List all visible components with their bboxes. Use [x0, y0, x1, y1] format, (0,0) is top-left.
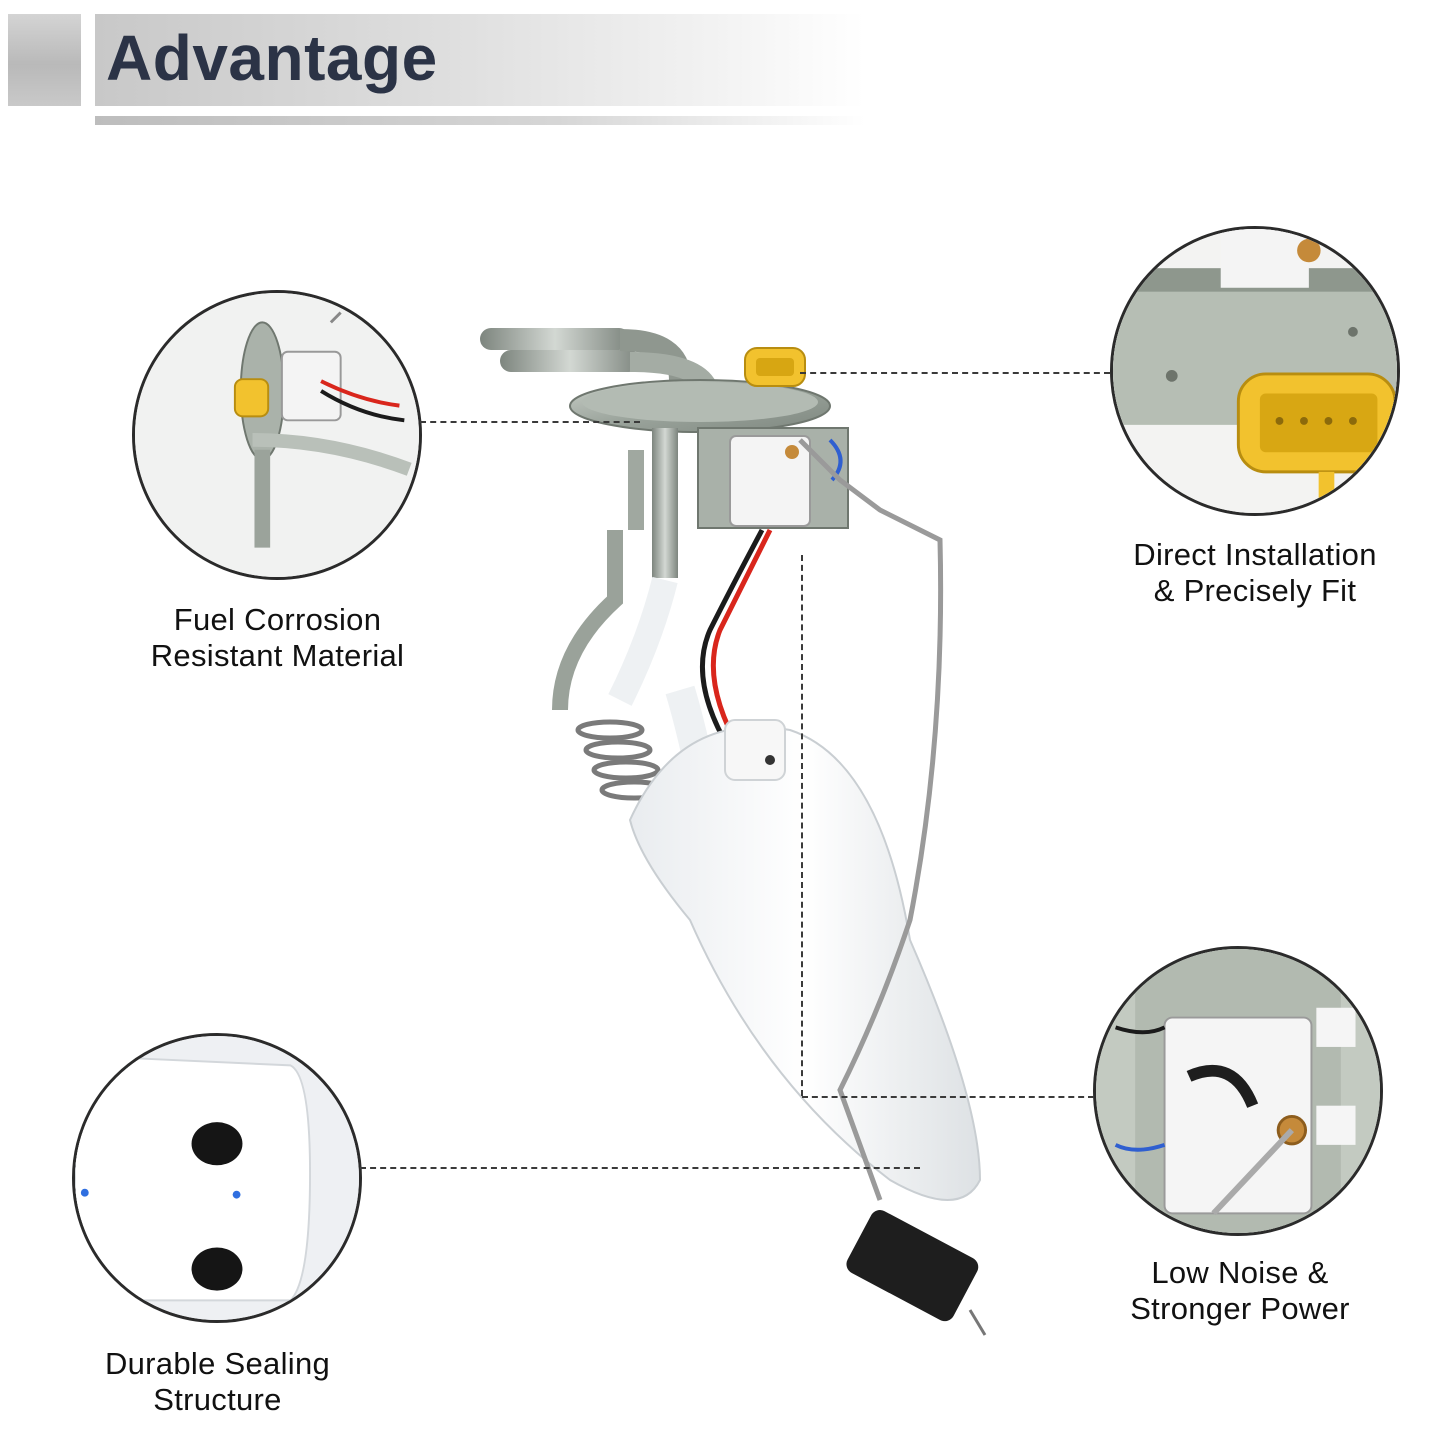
feature-label-corrosion: Fuel Corrosion Resistant Material: [150, 602, 405, 673]
fuel-pump-assembly-image: [480, 328, 987, 1336]
leader-line-noise: [802, 1096, 1094, 1098]
header-accent-block: [8, 14, 81, 106]
page-title: Advantage: [106, 22, 438, 94]
feature-label-installation: Direct Installation & Precisely Fit: [1133, 537, 1377, 608]
detail-circle-sealing: [72, 1033, 362, 1323]
feature-label-sealing: Durable Sealing Structure: [104, 1346, 331, 1417]
feature-label-noise: Low Noise & Stronger Power: [1130, 1255, 1350, 1326]
header-underline: [95, 116, 865, 125]
leader-line-noise-vertical: [801, 555, 803, 1096]
header-band: [95, 14, 865, 106]
leader-line-installation: [800, 372, 1110, 374]
detail-circle-installation: [1110, 226, 1400, 516]
leader-line-sealing: [360, 1167, 920, 1169]
leader-line-corrosion: [420, 421, 640, 423]
detail-circle-noise: [1093, 946, 1383, 1236]
detail-circle-corrosion: [132, 290, 422, 580]
